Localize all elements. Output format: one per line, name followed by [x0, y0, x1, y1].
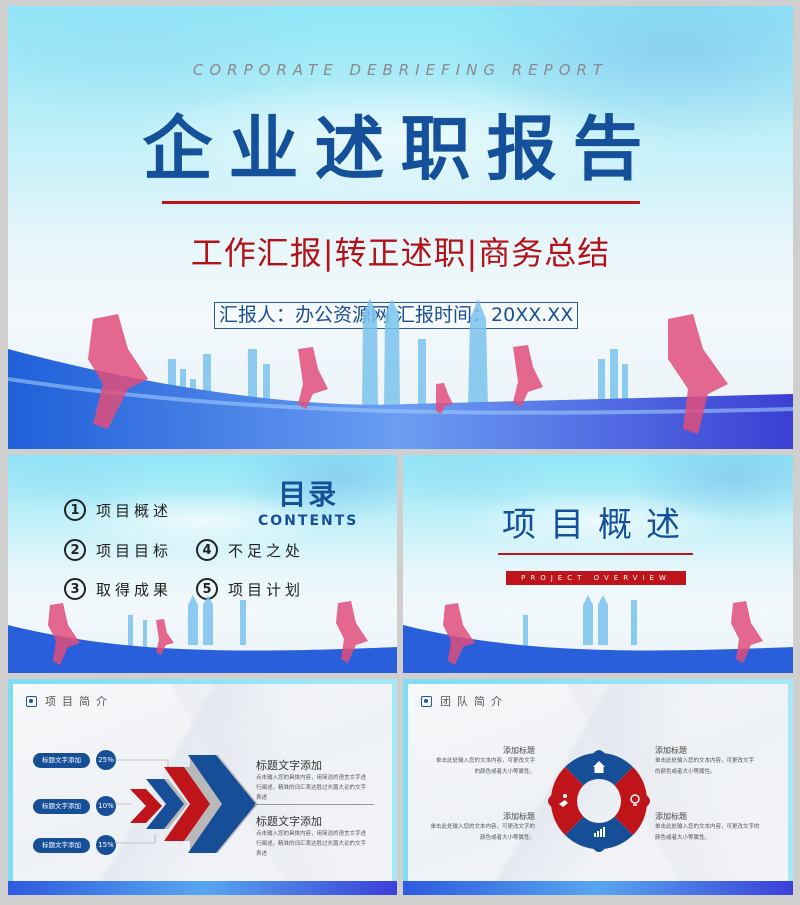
chart-icon: [594, 827, 605, 837]
header-title: 团队简介: [440, 695, 508, 708]
slide-cover[interactable]: CORPORATE DEBRIEFING REPORT 企业述职报告 工作汇报|…: [8, 6, 793, 449]
slide-header: 团队简介: [421, 693, 508, 709]
block-text: 的颜色或者大小等属性。: [474, 769, 535, 775]
block-text: 单击此处输入您的文本内容，可更改文字的: [430, 824, 535, 830]
decorative-strip: [8, 881, 397, 895]
block-title: 添加标题: [503, 746, 535, 755]
toc-label: 项目目标: [96, 541, 173, 560]
text-block-top-left: 添加标题 单击此处输入您的文本内容，可更改文字 的颜色或者大小等属性。: [436, 745, 535, 778]
block-title: 添加标题: [503, 812, 535, 821]
ring-diagram: [548, 750, 650, 852]
metric-row-3: 标题文字添加 15%: [33, 835, 116, 855]
english-subtitle: CORPORATE DEBRIEFING REPORT: [192, 61, 609, 79]
block-title: 添加标题: [655, 746, 687, 755]
slide-team-intro[interactable]: 团队简介 添加标题 单击此处输入您的文本内容，可更改文字 的颜色或者大小等属性。…: [403, 679, 793, 895]
number-badge: 3: [64, 578, 86, 600]
metric-value: 15%: [96, 835, 116, 855]
toc-label: 不足之处: [228, 541, 305, 560]
header-title: 项目简介: [45, 695, 113, 708]
text-block-1: 标题文字添加 点击输入您的具体内容，用简洁的语言文字进行阐述，精准的词汇表达胜过…: [256, 757, 371, 803]
metric-label: 标题文字添加: [33, 798, 90, 814]
block-text: 单击此处输入您的文本内容，可更改文字: [655, 758, 755, 764]
subtitle: 工作汇报|转正述职|商务总结: [190, 234, 611, 272]
text-block-2: 标题文字添加 点击输入您的具体内容，用简洁的语言文字进行阐述，精准的词汇表达胜过…: [256, 813, 371, 859]
divider: [254, 804, 374, 805]
toc-label: 项目计划: [228, 580, 305, 599]
block-text: 单击此处输入您的文本内容，可更改文字的: [655, 824, 760, 830]
number-badge: 4: [196, 539, 218, 561]
block-title: 标题文字添加: [256, 815, 322, 828]
text-block-bottom-left: 添加标题 单击此处输入您的文本内容，可更改文字的 颜色或者大小等属性。: [430, 811, 535, 844]
block-text: 点击输入您的具体内容，用简洁的语言文字进行阐述，精准的词汇表达胜过长篇大论的文字…: [256, 775, 367, 801]
block-title: 添加标题: [655, 812, 687, 821]
toc-item-3[interactable]: 3 取得成果: [64, 578, 172, 600]
toc-item-1[interactable]: 1 项目概述: [64, 499, 172, 521]
chevron-arrows-diagram: [108, 755, 258, 853]
block-text: 单击此处输入您的文本内容，可更改文字: [435, 758, 535, 764]
section-badge: PROJECT OVERVIEW: [506, 571, 686, 585]
number-badge: 1: [64, 499, 86, 521]
title-divider: [498, 553, 693, 555]
metric-value: 10%: [96, 796, 116, 816]
home-icon: [593, 761, 605, 773]
handshake-icon: [559, 794, 568, 807]
metric-value: 25%: [96, 750, 116, 770]
section-title: 项目概述: [502, 505, 694, 545]
block-text: 点击输入您的具体内容，用简洁的语言文字进行阐述，精准的词汇表达胜过长篇大论的文字…: [256, 831, 367, 857]
toc-label: 项目概述: [96, 501, 173, 520]
running-track-city-illustration: [403, 595, 793, 673]
toc-item-4[interactable]: 4 不足之处: [196, 539, 304, 561]
slide-header: 项目简介: [26, 693, 113, 709]
metric-label: 标题文字添加: [33, 837, 90, 853]
running-track-city-illustration: [8, 595, 397, 673]
text-block-top-right: 添加标题 单击此处输入您的文本内容，可更改文字 的颜色或者大小等属性。: [655, 745, 754, 778]
main-title: 企业述职报告: [142, 108, 659, 190]
slide-project-overview[interactable]: 项目概述 PROJECT OVERVIEW: [403, 455, 793, 673]
block-text: 颜色或者大小等属性。: [655, 835, 711, 841]
slide-project-intro[interactable]: 项目简介 标题文字添加 25% 标题文字添加 10% 标题文字添加 15% 标题…: [8, 679, 397, 895]
profile-card-icon: [421, 695, 432, 707]
profile-card-icon: [26, 695, 37, 707]
metric-row-2: 标题文字添加 10%: [33, 796, 116, 816]
block-text: 的颜色或者大小等属性。: [655, 769, 716, 775]
running-track-city-illustration: [8, 299, 793, 449]
decorative-strip: [403, 881, 793, 895]
content-card: [408, 684, 788, 890]
toc-item-2[interactable]: 2 项目目标: [64, 539, 172, 561]
metric-row-1: 标题文字添加 25%: [33, 750, 116, 770]
metric-label: 标题文字添加: [33, 752, 90, 768]
slide-contents[interactable]: 目录 CONTENTS 1 项目概述 2 项目目标 3 取得成果 4 不足之处 …: [8, 455, 397, 673]
block-title: 标题文字添加: [256, 759, 322, 772]
contents-title-en: CONTENTS: [258, 513, 359, 529]
block-text: 颜色或者大小等属性。: [479, 835, 535, 841]
title-divider: [162, 201, 640, 204]
number-badge: 2: [64, 539, 86, 561]
toc-label: 取得成果: [96, 580, 173, 599]
text-block-bottom-right: 添加标题 单击此处输入您的文本内容，可更改文字的 颜色或者大小等属性。: [655, 811, 760, 844]
lightbulb-icon: [630, 794, 640, 806]
contents-heading: 目录 CONTENTS: [258, 473, 358, 529]
contents-title: 目录: [278, 478, 339, 511]
